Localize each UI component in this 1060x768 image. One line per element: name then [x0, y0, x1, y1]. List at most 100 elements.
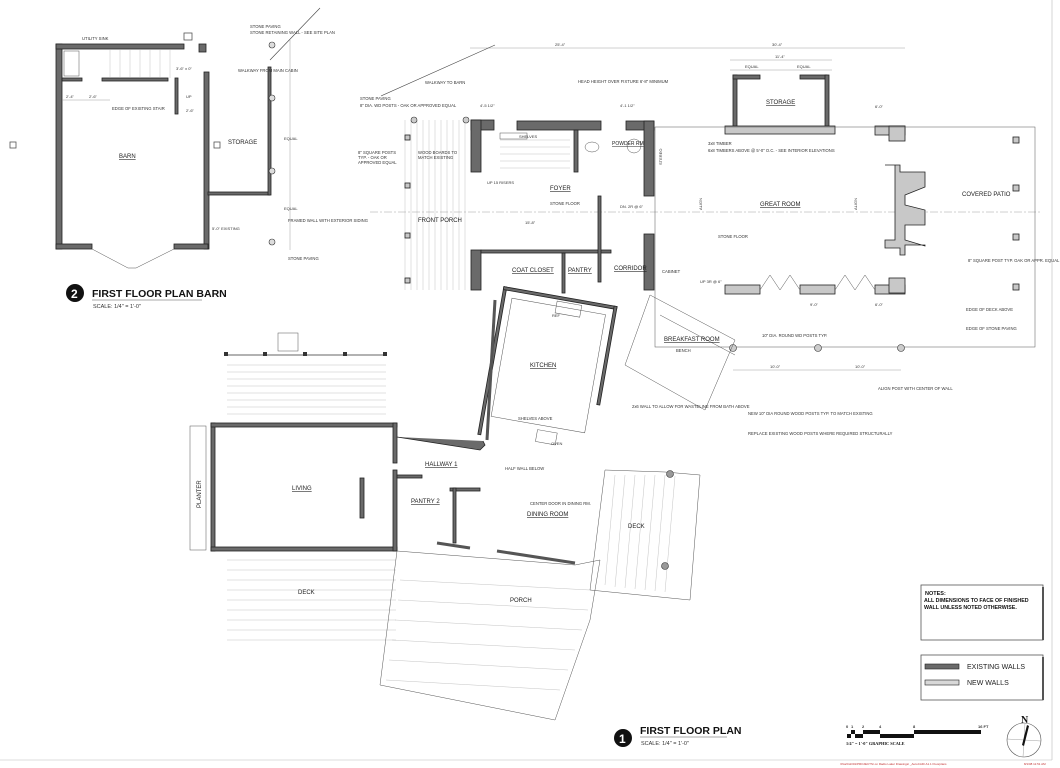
stair-up-label: UP: [186, 94, 192, 99]
room-label-porch: PORCH: [510, 598, 532, 604]
note: EDGE OF STONE PAVING: [966, 326, 1017, 331]
dim-label: EQUAL: [797, 64, 811, 69]
room-label-pantry: PANTRY: [568, 268, 592, 274]
note-edge-of-stair: EDGE OF EXISTING STAIR: [112, 106, 165, 111]
footer-file-path: \\Northshl01\PROJECTS\ on Radio Lake\ Dr…: [840, 762, 947, 766]
room-label-barn: BARN: [119, 154, 136, 160]
barn-plan-scale: SCALE: 1/4" = 1'-0": [93, 304, 141, 310]
main-plan-number: 1: [619, 732, 626, 746]
room-label-deck-west: DECK: [298, 590, 315, 596]
room-label-barn-storage: STORAGE: [228, 140, 257, 146]
stair-down-label: DN. 2R @ 6": [620, 204, 644, 209]
room-label-living: LIVING: [292, 486, 312, 492]
dim-label: 6'-0": [875, 302, 884, 307]
scale-tick: 2: [862, 724, 865, 729]
note-framed-wall: FRAMED WALL WITH EXTERIOR SIDING: [288, 218, 368, 223]
room-label-powder-rm: POWDER RM: [612, 141, 644, 147]
room-label-breakfast-room: BREAKFAST ROOM: [664, 337, 720, 343]
barn-wall-west: [55, 43, 63, 250]
dim-label: 4'-1 1/2": [620, 103, 635, 108]
dim-label: 2'-6": [89, 94, 98, 99]
legend-label-new: NEW WALLS: [967, 680, 1009, 687]
note: CABINET: [662, 269, 681, 274]
label-stereo: STEREO: [658, 149, 663, 165]
note-walkway-from-cabin: WALKWAY FROM MAIN CABIN: [238, 68, 298, 73]
room-label-front-porch: FRONT PORCH: [418, 218, 462, 224]
room-label-corridor: CORRIDOR: [614, 266, 647, 272]
note: NEW 10" DIA ROUND WOOD POSTS TYP. TO MAT…: [748, 411, 873, 416]
north-arrow-icon: N: [1006, 715, 1042, 758]
room-label-kitchen: KITCHEN: [530, 363, 556, 369]
dim-label: 11'-4": [775, 54, 785, 59]
main-plan-scale: SCALE: 1/4" = 1'-0": [641, 741, 689, 747]
scale-tick: 0: [846, 724, 849, 729]
graphic-scale-label: 1/4" = 1'-0" GRAPHIC SCALE: [846, 741, 905, 746]
room-label-dining-room: DINING ROOM: [527, 512, 568, 518]
dim-label: 10'-0": [770, 364, 781, 369]
note: 10" DIA. ROUND WD POSTS TYP.: [762, 333, 827, 338]
barn-wall-east: [203, 71, 210, 250]
main-plan: [189, 44, 1040, 721]
room-label-coat-closet: COAT CLOSET: [512, 268, 554, 274]
scale-tick: 16 FT: [978, 724, 989, 729]
note: BENCH: [676, 348, 691, 353]
dim-label: 4'-5 1/2": [480, 103, 495, 108]
note-stone-paving: STONE PAVING: [250, 24, 281, 29]
main-plan-number-badge: [614, 729, 632, 747]
scale-tick: 8: [913, 724, 916, 729]
legend-label-existing: EXISTING WALLS: [967, 664, 1025, 671]
barn-plan-title: FIRST FLOOR PLAN BARN: [92, 288, 227, 300]
stair-up-label: UP 15 RISERS: [487, 180, 514, 185]
dim-label: EQUAL: [745, 64, 759, 69]
note: STONE FLOOR: [718, 234, 748, 239]
note: EDGE OF DECK ABOVE: [966, 307, 1013, 312]
dim-label: 25'-4": [555, 42, 566, 47]
note: 8" SQUARE POST TYP. OAK OR APPR. EQUAL: [968, 258, 1060, 263]
scale-tick: 4: [879, 724, 882, 729]
note: STONE PAVING: [360, 96, 391, 101]
note-stone-paving-2: STONE PAVING: [288, 256, 319, 261]
label-oven: OVEN: [551, 441, 562, 446]
north-label: N: [1021, 715, 1029, 726]
notes-box: [920, 584, 1044, 641]
label-ref: REF: [552, 313, 561, 318]
room-label-deck-east: DECK: [628, 524, 645, 530]
label-shelves: SHELVES: [519, 134, 537, 139]
room-label-foyer: FOYER: [550, 186, 571, 192]
dim-label: EQUAL: [284, 206, 298, 211]
dim-label: 30'-4": [772, 42, 783, 47]
note: 6x8 TIMBERS ABOVE @ 5'-0" O.C. - SEE INT…: [708, 148, 835, 153]
note: 2x6 WALL TO ALLOW FOR WASTELINE FROM BAT…: [632, 404, 750, 409]
graphic-scale: 0 1 2 4 8 16 FT 1/4" = 1'-0" GRAPHIC SCA…: [846, 724, 989, 746]
scale-tick: 1: [851, 724, 854, 729]
align-label: ALIGN: [698, 198, 703, 210]
dim-label: 3'-6" x 0": [176, 66, 192, 71]
note: 3x8 TIMBER: [708, 141, 732, 146]
note: SHELVES ABOVE: [518, 416, 553, 421]
note-walkway-to-barn: WALKWAY TO BARN: [425, 80, 465, 85]
notes-heading: NOTES:: [925, 591, 946, 597]
stair-up-label: UP 3R @ 6": [700, 279, 722, 284]
barn-wall-north: [55, 43, 185, 50]
note: HEAD HEIGHT OVER FIXTURE 6'-8" MINIMUM: [578, 79, 669, 84]
dim-label: 5'-0" EXISTING: [212, 226, 240, 231]
barn-plan-number: 2: [71, 287, 78, 301]
dim-label: 2'-6": [186, 108, 195, 113]
dim-label: EQUAL: [284, 136, 298, 141]
dim-label: 15'-8": [525, 220, 536, 225]
note-square-posts: 8" SQUARE POSTS TYP. - OAK OR APPROVED E…: [358, 150, 397, 165]
footer-timestamp: 8/1/08 11:51 AM: [1024, 762, 1046, 766]
note: CENTER DOOR IN DINING RM.: [530, 501, 591, 506]
dim-label: 9'-0": [810, 302, 819, 307]
room-label-storage: STORAGE: [766, 100, 795, 106]
room-label-pantry-2: PANTRY 2: [411, 499, 440, 505]
room-label-great-room: GREAT ROOM: [760, 202, 800, 208]
align-label: ALIGN: [853, 198, 858, 210]
notes-text: ALL DIMENSIONS TO FACE OF FINISHED WALL …: [924, 598, 1029, 611]
note-retaining-wall: STONE RETAINING WALL - SEE SITE PLAN: [250, 30, 335, 35]
label-planter: PLANTER: [197, 480, 203, 508]
dim-label: 2'-4": [66, 94, 75, 99]
room-label-covered-patio: COVERED PATIO: [962, 192, 1011, 198]
legend-swatch-existing: [924, 663, 960, 670]
